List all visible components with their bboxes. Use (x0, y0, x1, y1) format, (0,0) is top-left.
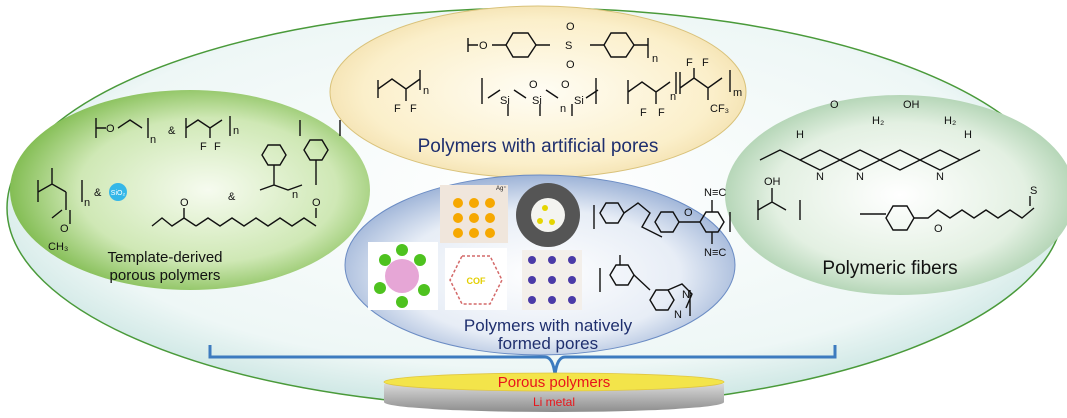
svg-text:O: O (561, 79, 570, 91)
mof-crystal-image: Ag⁺ (440, 185, 508, 243)
svg-text:H₂: H₂ (872, 115, 884, 127)
porous-cage-image (368, 242, 438, 310)
svg-text:OH: OH (764, 176, 781, 188)
porous-polymers-label: Porous polymers (498, 374, 611, 391)
svg-text:O: O (934, 223, 943, 235)
svg-text:O: O (106, 123, 115, 135)
native-pores-label-line2: formed pores (498, 334, 598, 353)
svg-text:Si: Si (574, 95, 584, 107)
troger-base-structure: N N (599, 255, 693, 321)
cage-image (516, 183, 580, 247)
svg-text:N: N (816, 171, 824, 183)
fluoropolymer-structure: F F n F F m CF₃ (627, 57, 742, 119)
svg-text:S: S (565, 40, 572, 52)
svg-text:n: n (652, 53, 658, 65)
li-metal-disc: Porous polymers Li metal (383, 372, 725, 412)
fibers-label: Polymeric fibers (822, 258, 957, 279)
svg-text:O: O (60, 223, 69, 235)
svg-text:O: O (529, 79, 538, 91)
svg-text:F: F (200, 141, 207, 153)
svg-text:F: F (658, 107, 665, 119)
svg-text:n: n (670, 91, 676, 103)
svg-text:Si: Si (500, 95, 510, 107)
svg-text:N≡C: N≡C (704, 247, 726, 259)
svg-text:n: n (233, 125, 239, 137)
svg-text:F: F (394, 103, 401, 115)
template-derived-group: O n & F F n n & O CH₃ n & SiO₂ O O Templ… (10, 90, 370, 290)
fiber-backbone-structure: O OH H₂ H₂ H H N N N (759, 99, 981, 183)
svg-text:&: & (168, 125, 176, 137)
svg-text:&: & (94, 187, 102, 199)
svg-text:H: H (964, 129, 972, 141)
svg-text:n: n (84, 197, 90, 209)
svg-text:OH: OH (903, 99, 920, 111)
porous-polymer-layer (383, 372, 725, 392)
mof-framework-image (522, 250, 582, 310)
svg-text:O: O (566, 59, 575, 71)
sio2-particle: SiO₂ (109, 183, 127, 201)
svg-text:O: O (180, 197, 189, 209)
svg-text:N: N (674, 309, 682, 321)
pvdf-structure: F F n (377, 70, 429, 115)
artificial-pores-group: O S O O n F F n Si O Si O Si n F F n (329, 5, 747, 179)
svg-text:&: & (228, 191, 236, 203)
template-label-line2: porous polymers (110, 267, 221, 284)
native-pores-group: Ag⁺ N≡C N≡C O COF (344, 174, 736, 356)
svg-text:S: S (1030, 185, 1037, 197)
svg-text:O: O (566, 21, 575, 33)
svg-text:O: O (312, 197, 321, 209)
svg-text:CH₃: CH₃ (48, 241, 68, 253)
svg-text:n: n (150, 134, 156, 146)
template-label-line1: Template-derived (107, 249, 222, 266)
native-pores-label-line1: Polymers with natively (464, 316, 633, 335)
li-metal-label: Li metal (533, 395, 575, 409)
svg-text:N: N (936, 171, 944, 183)
svg-text:m: m (733, 87, 742, 99)
polymeric-fibers-group: O OH H₂ H₂ H H N N N OH O S Polymeric fi… (725, 95, 1067, 295)
svg-text:n: n (292, 189, 298, 201)
svg-text:H: H (796, 129, 804, 141)
svg-text:Ag⁺: Ag⁺ (496, 185, 507, 192)
svg-text:N: N (682, 289, 690, 301)
svg-text:COF: COF (467, 276, 487, 286)
svg-text:F: F (702, 57, 709, 69)
pim-structure: N≡C N≡C O (593, 187, 731, 259)
cof-image: COF (445, 248, 507, 310)
svg-text:F: F (214, 141, 221, 153)
svg-text:O: O (479, 40, 488, 52)
svg-text:H₂: H₂ (944, 115, 956, 127)
svg-text:F: F (410, 103, 417, 115)
polysulfone-structure: O S O O n (467, 21, 658, 71)
svg-text:F: F (686, 57, 693, 69)
svg-text:N≡C: N≡C (704, 187, 726, 199)
svg-text:O: O (684, 207, 693, 219)
svg-text:n: n (423, 85, 429, 97)
artificial-pores-label: Polymers with artificial pores (418, 136, 659, 157)
svg-text:Si: Si (532, 95, 542, 107)
svg-text:O: O (830, 99, 839, 111)
svg-text:SiO₂: SiO₂ (111, 190, 126, 197)
svg-text:n: n (560, 103, 566, 115)
svg-text:F: F (640, 107, 647, 119)
svg-text:N: N (856, 171, 864, 183)
svg-text:CF₃: CF₃ (710, 103, 729, 115)
pdms-structure: Si O Si O Si n (481, 78, 599, 116)
